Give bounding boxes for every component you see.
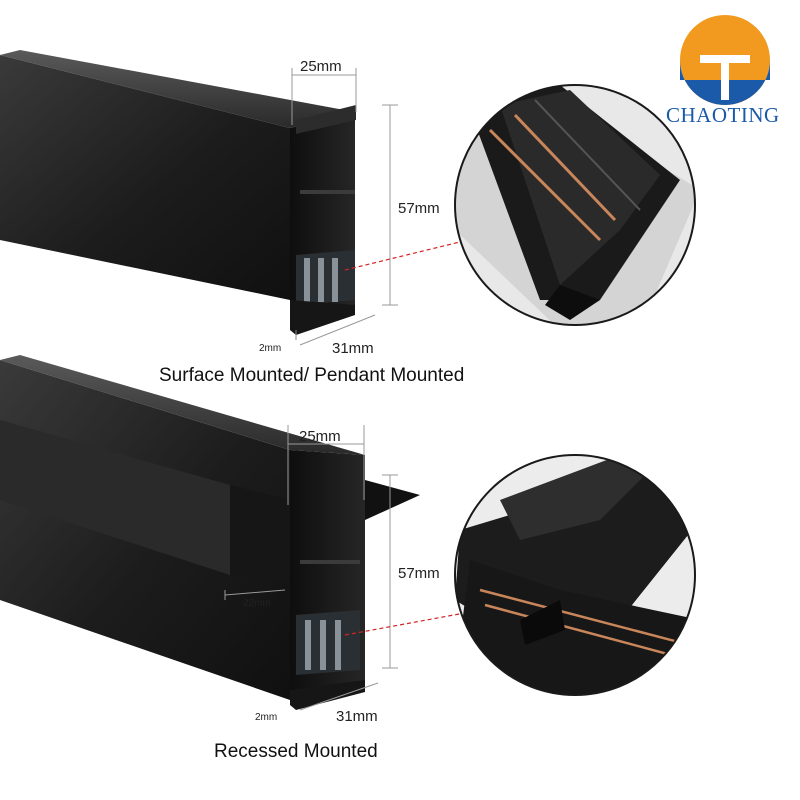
recessed-caption: Recessed Mounted	[214, 741, 378, 762]
chaoting-logo-mark	[680, 15, 770, 105]
surface-wall-label: 2mm	[259, 343, 282, 354]
brand-name: CHAOTING	[666, 103, 780, 127]
recessed-width-top-label: 25mm	[299, 428, 341, 445]
recessed-wall-label: 2mm	[255, 712, 278, 723]
surface-width-top-label: 25mm	[300, 58, 342, 75]
recessed-inner-label: 22mm	[243, 598, 271, 609]
recessed-height-label: 57mm	[398, 565, 440, 582]
surface-width-bottom-label: 31mm	[332, 340, 374, 357]
recessed-leader-line	[344, 611, 471, 636]
surface-leader-line	[344, 239, 469, 271]
recessed-dimension-lines	[224, 425, 398, 711]
recessed-detail-circle	[454, 454, 696, 696]
surface-dimension-lines	[291, 68, 398, 346]
surface-caption: Surface Mounted/ Pendant Mounted	[159, 365, 465, 386]
surface-profile	[0, 50, 356, 340]
surface-detail-circle	[454, 84, 696, 326]
recessed-profile	[0, 355, 420, 710]
recessed-width-bottom-label: 31mm	[336, 708, 378, 725]
surface-height-label: 57mm	[398, 200, 440, 217]
